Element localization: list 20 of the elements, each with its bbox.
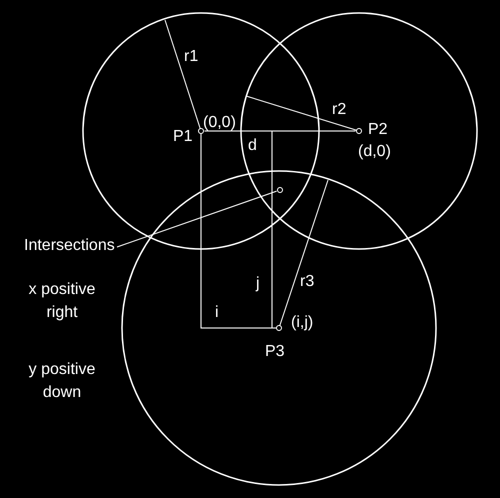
point-label: (0,0)	[203, 113, 236, 133]
point-label: (i,j)	[291, 313, 314, 333]
dimension-label: j	[256, 274, 260, 294]
point-label: P1	[173, 127, 193, 147]
dimension-label: r3	[300, 272, 314, 292]
point-marker	[277, 187, 283, 193]
axis-note: y positive down	[28, 360, 96, 403]
dimension-label: r1	[184, 47, 198, 67]
axis-note: x positive right	[28, 280, 96, 323]
callout-text: Intersections	[24, 236, 115, 256]
dimension-label: i	[215, 303, 219, 323]
point-label: P2	[368, 120, 388, 140]
connector-line	[204, 130, 356, 132]
point-marker	[276, 325, 282, 331]
point-label: P3	[265, 342, 285, 362]
point-marker	[356, 128, 362, 134]
point-label: (d,0)	[358, 142, 391, 162]
leader-line	[116, 190, 278, 248]
dimension-label: r2	[332, 100, 346, 120]
point-marker	[198, 128, 204, 134]
